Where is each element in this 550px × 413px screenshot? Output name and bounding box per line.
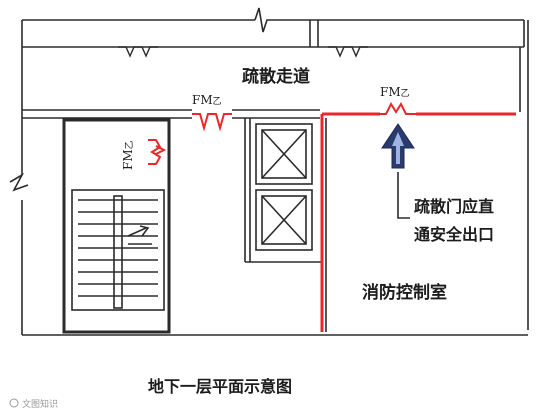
elevator-shaft-upper: [255, 123, 313, 185]
anteroom-door-tag-sub: 乙: [213, 96, 222, 107]
corridor-label: 疏散走道: [242, 66, 310, 87]
control-room-fire-door: FM乙: [380, 85, 416, 115]
svg-text:FM乙: FM乙: [192, 93, 222, 107]
stair-treads: [78, 199, 158, 297]
left-exterior-wall: [9, 118, 528, 336]
stair-enclosure: [62, 118, 171, 334]
elevator-shaft-lower: [255, 189, 313, 251]
watermark-text: 文图知识: [22, 398, 58, 410]
stair-door-tag-sub: 乙: [124, 140, 135, 149]
control-room-label: 消防控制室: [362, 282, 447, 303]
svg-text:FM乙: FM乙: [121, 140, 135, 170]
egress-arrow-icon: [381, 123, 415, 169]
stair-door-tag: FM: [121, 149, 135, 170]
control-door-tag: FM: [380, 85, 401, 99]
anteroom-fire-door: FM乙: [192, 93, 232, 132]
control-door-tag-sub: 乙: [401, 88, 410, 99]
note-line-2: 通安全出口: [414, 225, 494, 244]
upper-doors: [118, 46, 368, 58]
shaft-walls: [168, 118, 322, 332]
corridor-south-wall: [21, 20, 529, 330]
watermark: 文图知识: [9, 398, 58, 410]
anteroom-door-tag: FM: [192, 93, 213, 107]
control-room-boundary: [320, 112, 516, 332]
note-line-1: 疏散门应直: [414, 197, 494, 216]
upper-exterior-wall: [21, 7, 525, 48]
diagram-caption: 地下一层平面示意图: [148, 377, 292, 396]
svg-text:FM乙: FM乙: [380, 85, 410, 99]
stair-fire-door: FM乙: [121, 139, 167, 170]
note-leader-line: [397, 172, 410, 219]
